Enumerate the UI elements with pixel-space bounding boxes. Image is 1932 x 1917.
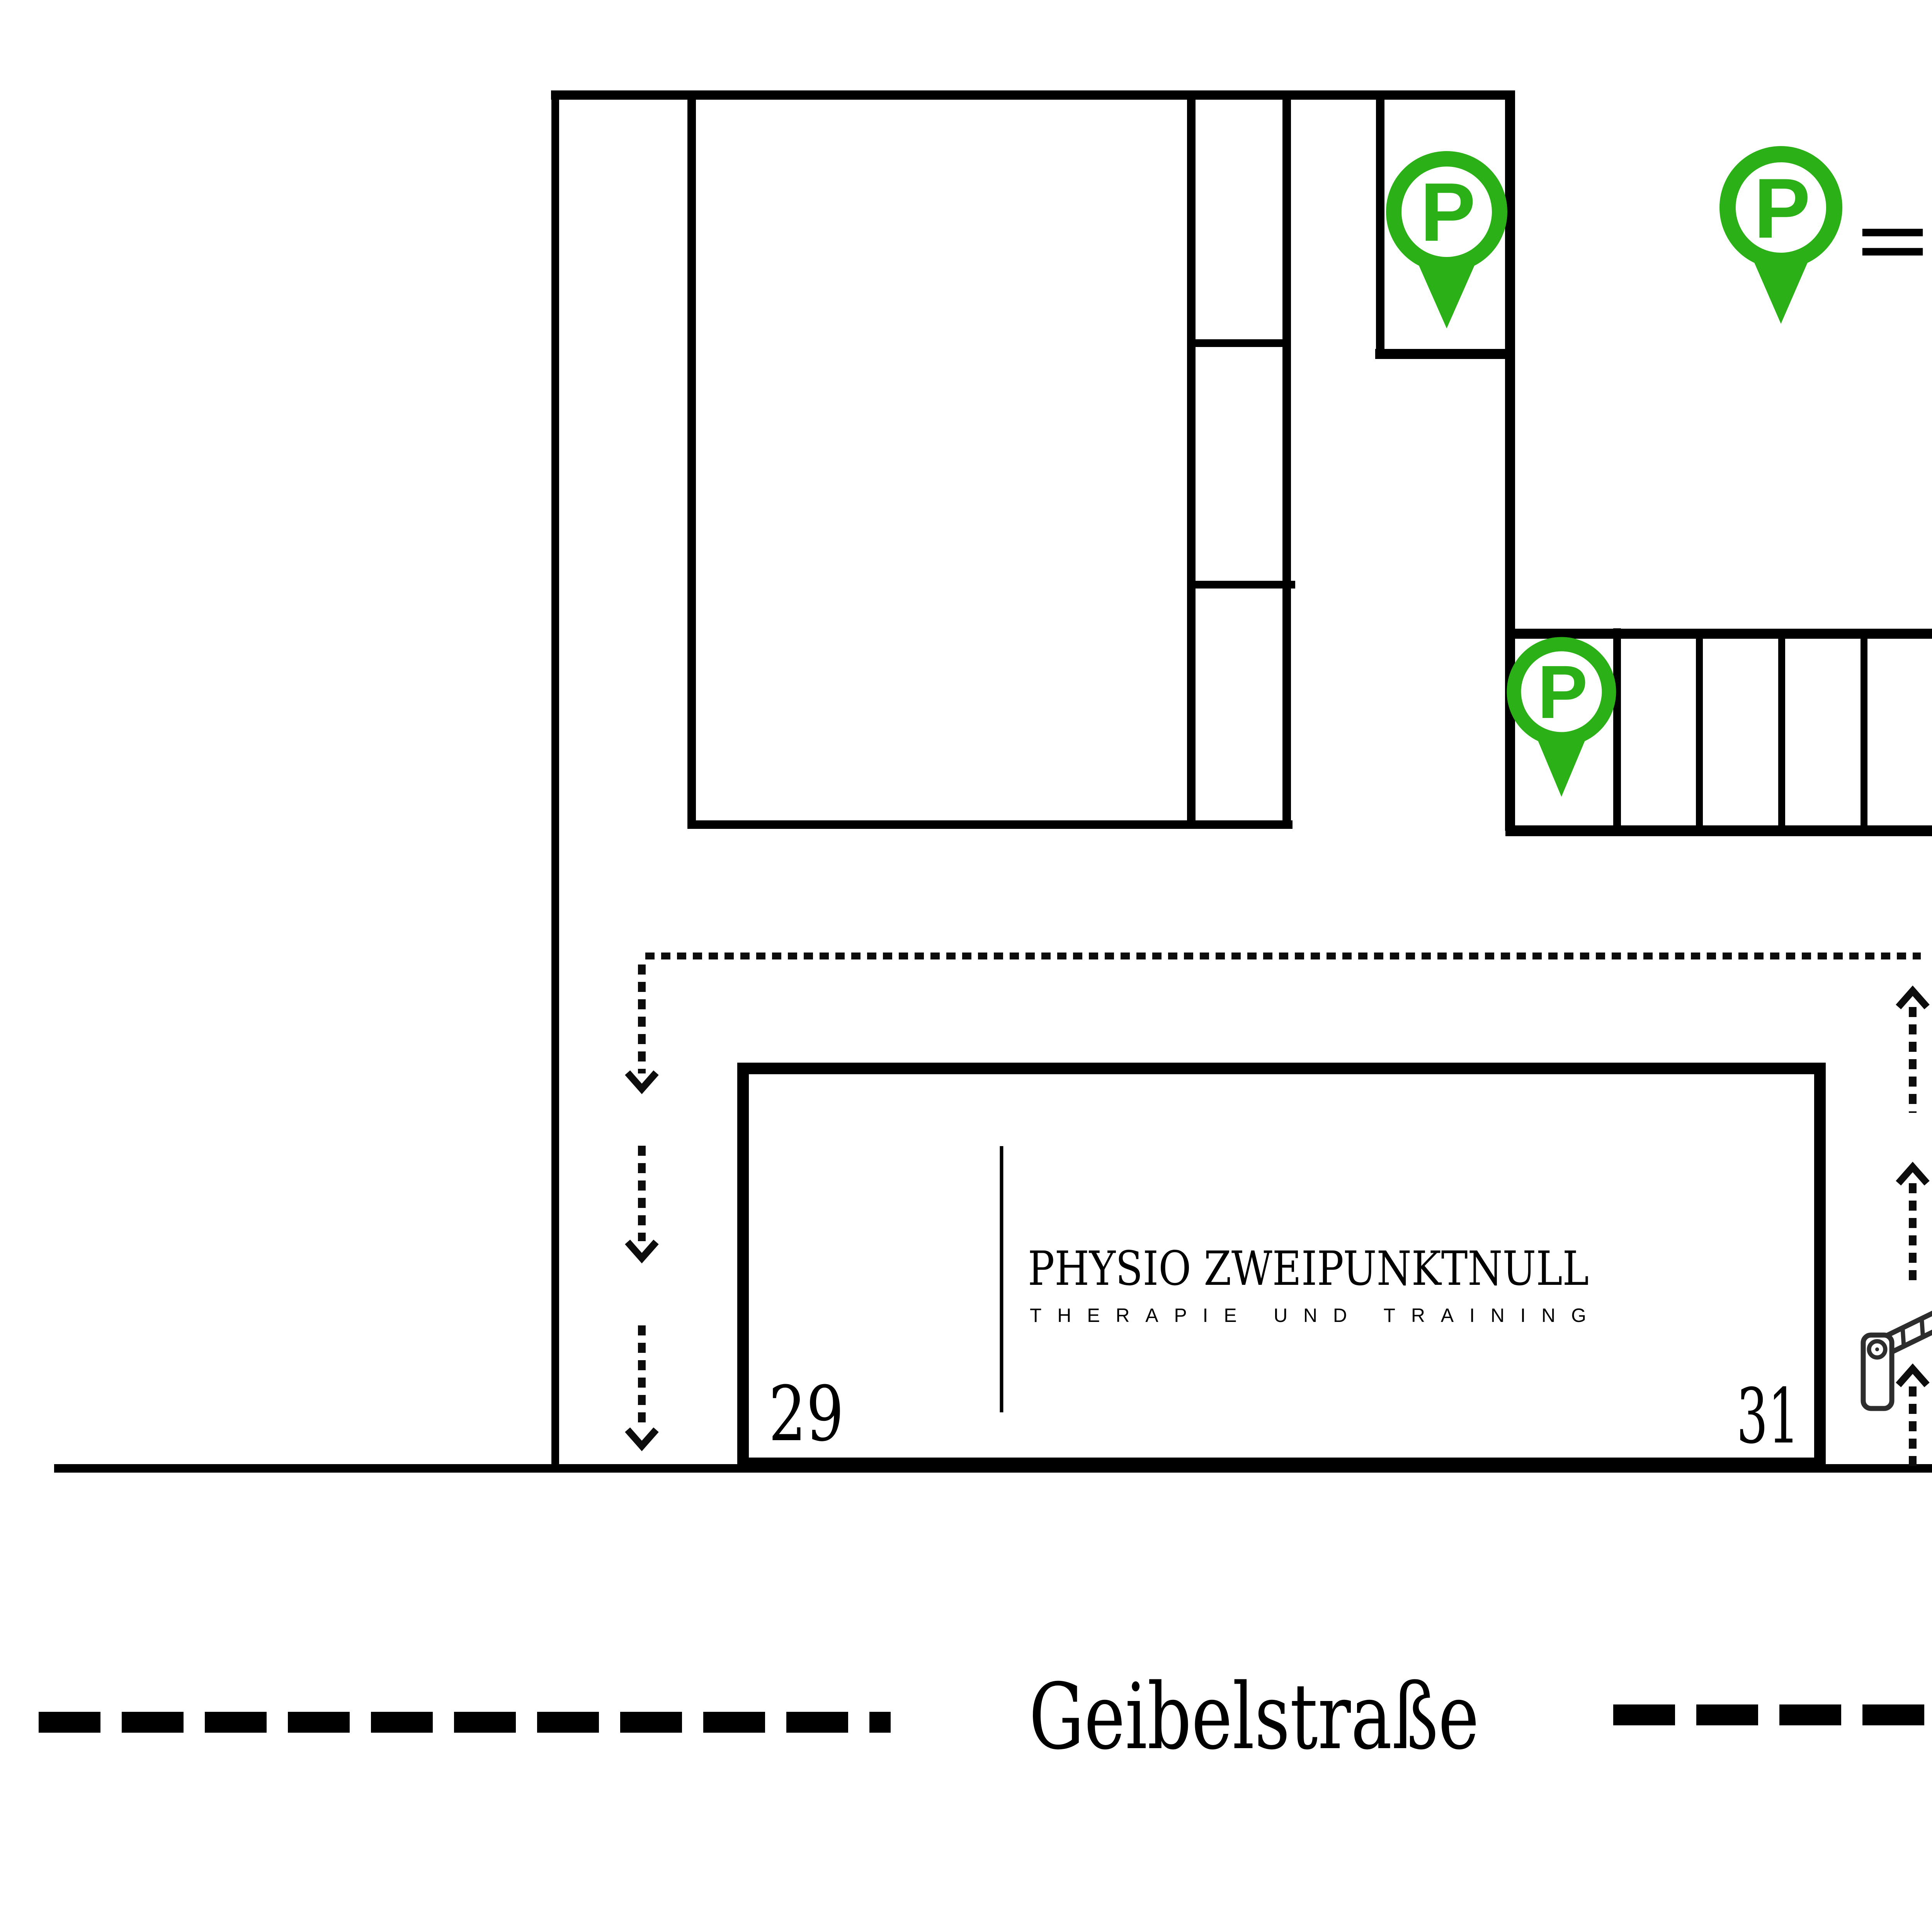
arrow-down-icon — [625, 1427, 659, 1451]
barrier-gate-icon — [1861, 1279, 1932, 1411]
route-exit-lane — [625, 964, 659, 1451]
arrow-up-icon — [1896, 1363, 1930, 1387]
parking-row-right — [1505, 628, 1932, 836]
pin-letter: P — [1754, 161, 1811, 256]
route-path — [625, 953, 1930, 1467]
legend-equals-sign: = — [1852, 183, 1932, 295]
legend: P = unsere Parkplätze — [1719, 146, 1932, 324]
street-name: Geibelstraße — [1029, 1664, 1479, 1770]
barrier-stripe — [1900, 1327, 1906, 1347]
arrow-down-icon — [625, 1240, 659, 1264]
arrow-up-icon — [1896, 985, 1930, 1009]
logo-subtitle: THERAPIE UND TRAINING — [1030, 1305, 1586, 1326]
parking-pin-top-bay: P — [1386, 151, 1507, 328]
parking-pin-stall-row: P — [1507, 637, 1616, 797]
house-number-31: 31 — [1736, 1373, 1799, 1461]
main-building: PHYSIO ZWEIPUNKTNULL THERAPIE UND TRAINI… — [737, 1063, 1826, 1469]
barrier-pivot-dot — [1875, 1347, 1879, 1351]
arrow-down-icon — [625, 1070, 659, 1094]
route-entry-lane — [1896, 985, 1930, 1467]
legend-pin-icon: P — [1719, 146, 1842, 324]
pin-ring — [1386, 151, 1507, 272]
pin-letter: P — [1537, 650, 1588, 734]
rear-building-outline — [687, 91, 1196, 829]
logo-title: PHYSIO ZWEIPUNKTNULL — [1028, 1241, 1589, 1296]
arrow-up-icon — [1896, 1162, 1930, 1186]
rear-building — [687, 91, 1295, 829]
street: Geibelstraße — [39, 1664, 1932, 1770]
house-number-29: 29 — [769, 1370, 844, 1458]
pin-ring — [1719, 146, 1842, 269]
barrier-stripe — [1919, 1318, 1925, 1337]
pin-letter: P — [1420, 165, 1475, 259]
pin-ring — [1507, 637, 1616, 747]
main-building-outline — [737, 1063, 1826, 1469]
